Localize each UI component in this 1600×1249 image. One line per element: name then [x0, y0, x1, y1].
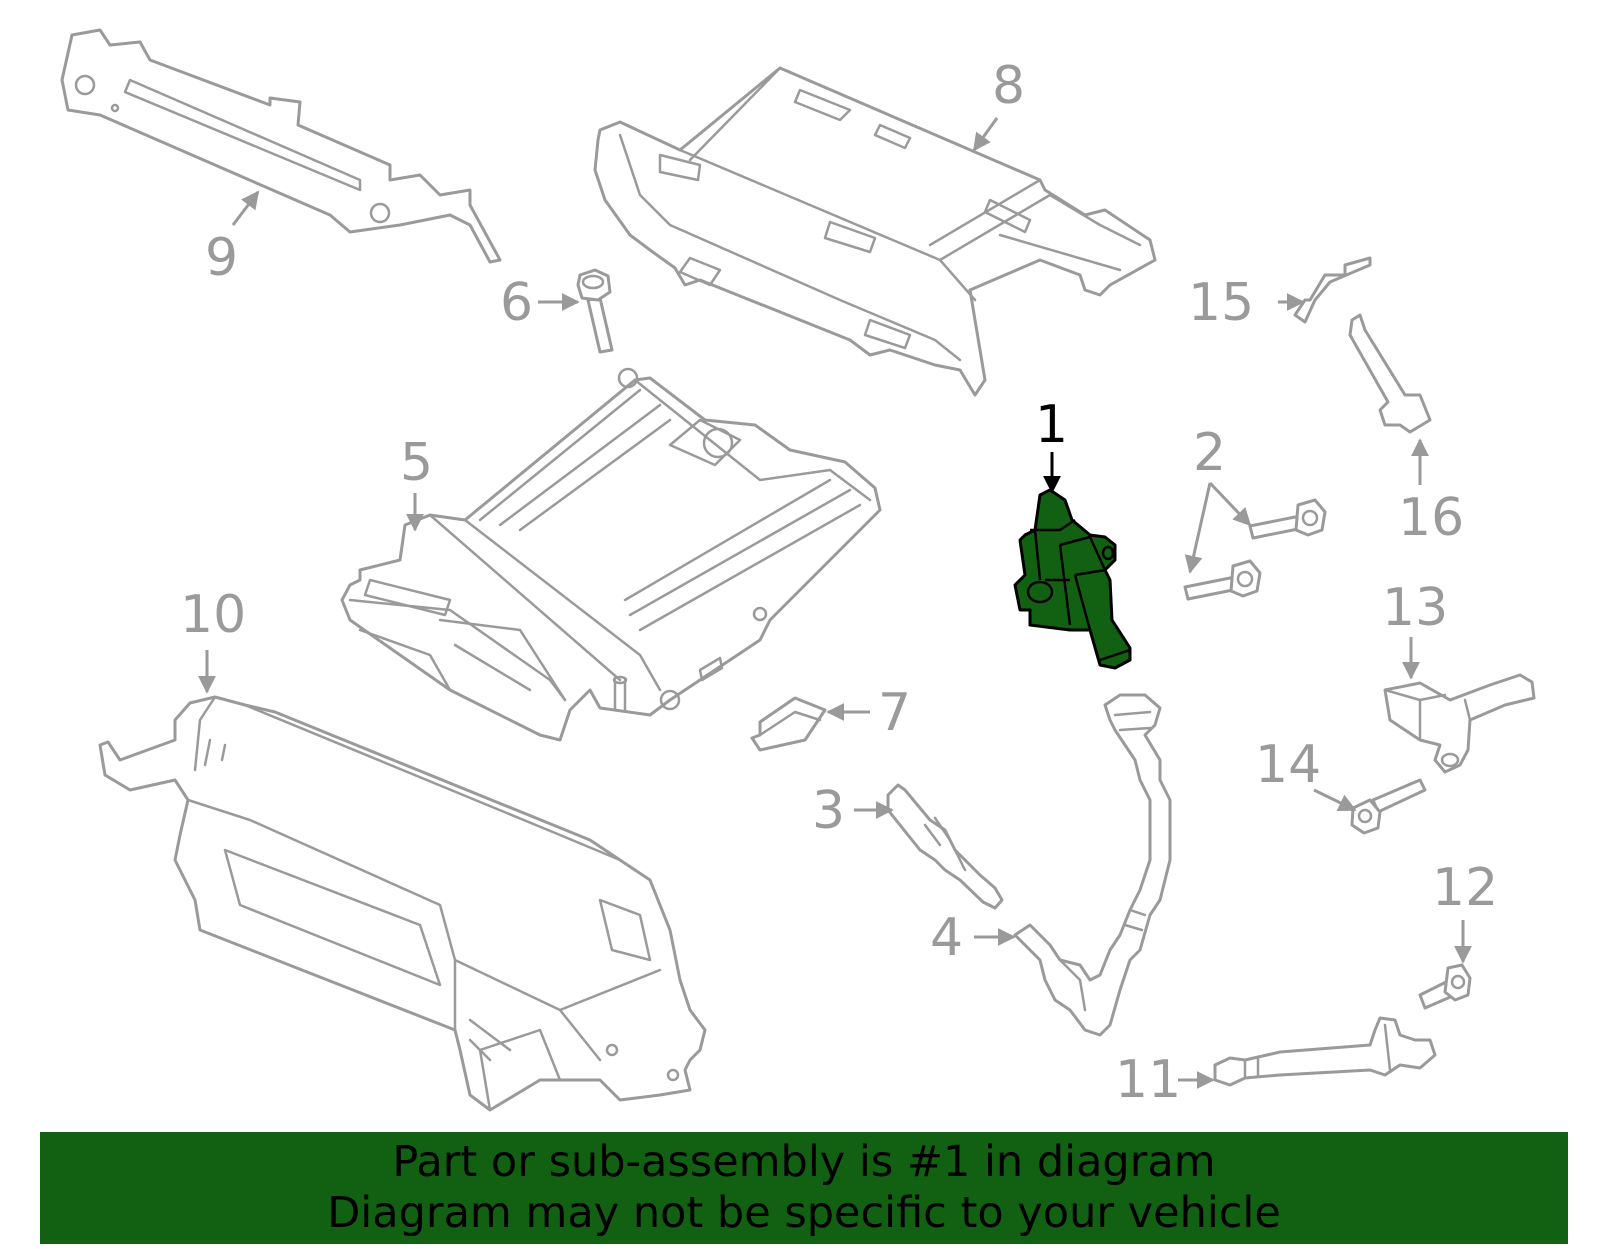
callout-5: 5 — [400, 433, 433, 493]
part-10-module-case — [98, 695, 707, 1112]
callout-arrows — [198, 117, 1472, 1089]
part-11-rod-sensor — [1213, 1016, 1437, 1087]
part-4-oxygen-sensor — [1013, 693, 1172, 1037]
banner-line-1: Part or sub-assembly is #1 in diagram — [392, 1137, 1216, 1187]
part-3-spark-plug — [886, 783, 1004, 910]
callout-16: 16 — [1398, 488, 1464, 548]
info-banner: Part or sub-assembly is #1 in diagram Di… — [40, 1132, 1568, 1244]
callout-10: 10 — [180, 585, 246, 645]
callout-14: 14 — [1255, 735, 1321, 795]
part-6-bolt — [576, 268, 614, 354]
part-2-bolts — [1183, 498, 1327, 601]
callout-7: 7 — [878, 683, 911, 743]
callout-13: 13 — [1382, 578, 1448, 638]
callout-6: 6 — [500, 273, 533, 333]
callout-15: 15 — [1188, 273, 1254, 333]
callout-8: 8 — [992, 56, 1025, 116]
part-15-clip — [1293, 256, 1372, 324]
callout-3: 3 — [812, 781, 845, 841]
callout-11: 11 — [1115, 1050, 1181, 1110]
part-12-bolt — [1418, 963, 1472, 1010]
part-9-bracket — [60, 28, 502, 264]
callout-2: 2 — [1193, 423, 1226, 483]
callout-labels: 1 2 3 4 5 6 7 8 9 10 11 12 13 14 15 16 — [180, 56, 1498, 1110]
part-5-control-module — [340, 367, 882, 742]
part-16-pin — [1348, 313, 1432, 434]
part-7-clip — [750, 696, 827, 752]
part-8-housing-cover — [593, 66, 1157, 397]
part-1-ignition-coil — [1013, 488, 1132, 670]
callout-1: 1 — [1035, 395, 1068, 455]
callout-4: 4 — [930, 908, 963, 968]
part-14-bolt — [1350, 778, 1427, 835]
part-13-sensor — [1383, 673, 1536, 774]
callout-9: 9 — [205, 228, 238, 288]
callout-12: 12 — [1432, 858, 1498, 918]
banner-line-2: Diagram may not be specific to your vehi… — [327, 1188, 1281, 1238]
